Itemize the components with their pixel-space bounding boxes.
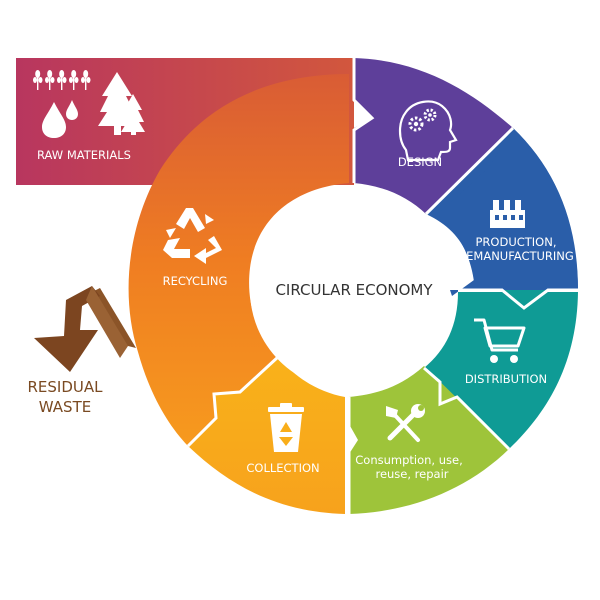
trees-icon (98, 72, 145, 135)
center-label: CIRCULAR ECONOMY (275, 281, 433, 299)
design-label: DESIGN (398, 155, 442, 169)
segment-design (354, 58, 513, 214)
segment-recycling (128, 74, 349, 446)
recycle-icon (163, 208, 222, 264)
water-drops-icon (42, 100, 78, 138)
center-circle (250, 190, 450, 390)
raw-materials-label: RAW MATERIALS (37, 148, 131, 162)
recycling-label: RECYCLING (163, 274, 228, 288)
production-label-2: REMANUFACTURING (458, 249, 574, 263)
factory-icon (490, 200, 525, 228)
distribution-label: DISTRIBUTION (465, 372, 547, 386)
production-label-1: PRODUCTION, (475, 235, 556, 249)
consumption-label-2: reuse, repair (375, 467, 448, 481)
down-arrow-icon (34, 286, 136, 372)
wheat-icon (33, 70, 91, 90)
segment-consumption (349, 366, 509, 514)
tools-icon (386, 404, 425, 442)
collection-label: COLLECTION (246, 461, 319, 475)
segment-distribution (424, 292, 578, 449)
residual-waste-label-1: RESIDUAL (28, 378, 104, 396)
recycle-bin-icon (268, 403, 304, 452)
cart-icon (474, 318, 526, 363)
residual-waste-label-2: WASTE (39, 398, 91, 416)
consumption-label-1: Consumption, use, (355, 453, 463, 467)
head-gears-icon (398, 100, 458, 162)
segment-collection (188, 357, 345, 514)
